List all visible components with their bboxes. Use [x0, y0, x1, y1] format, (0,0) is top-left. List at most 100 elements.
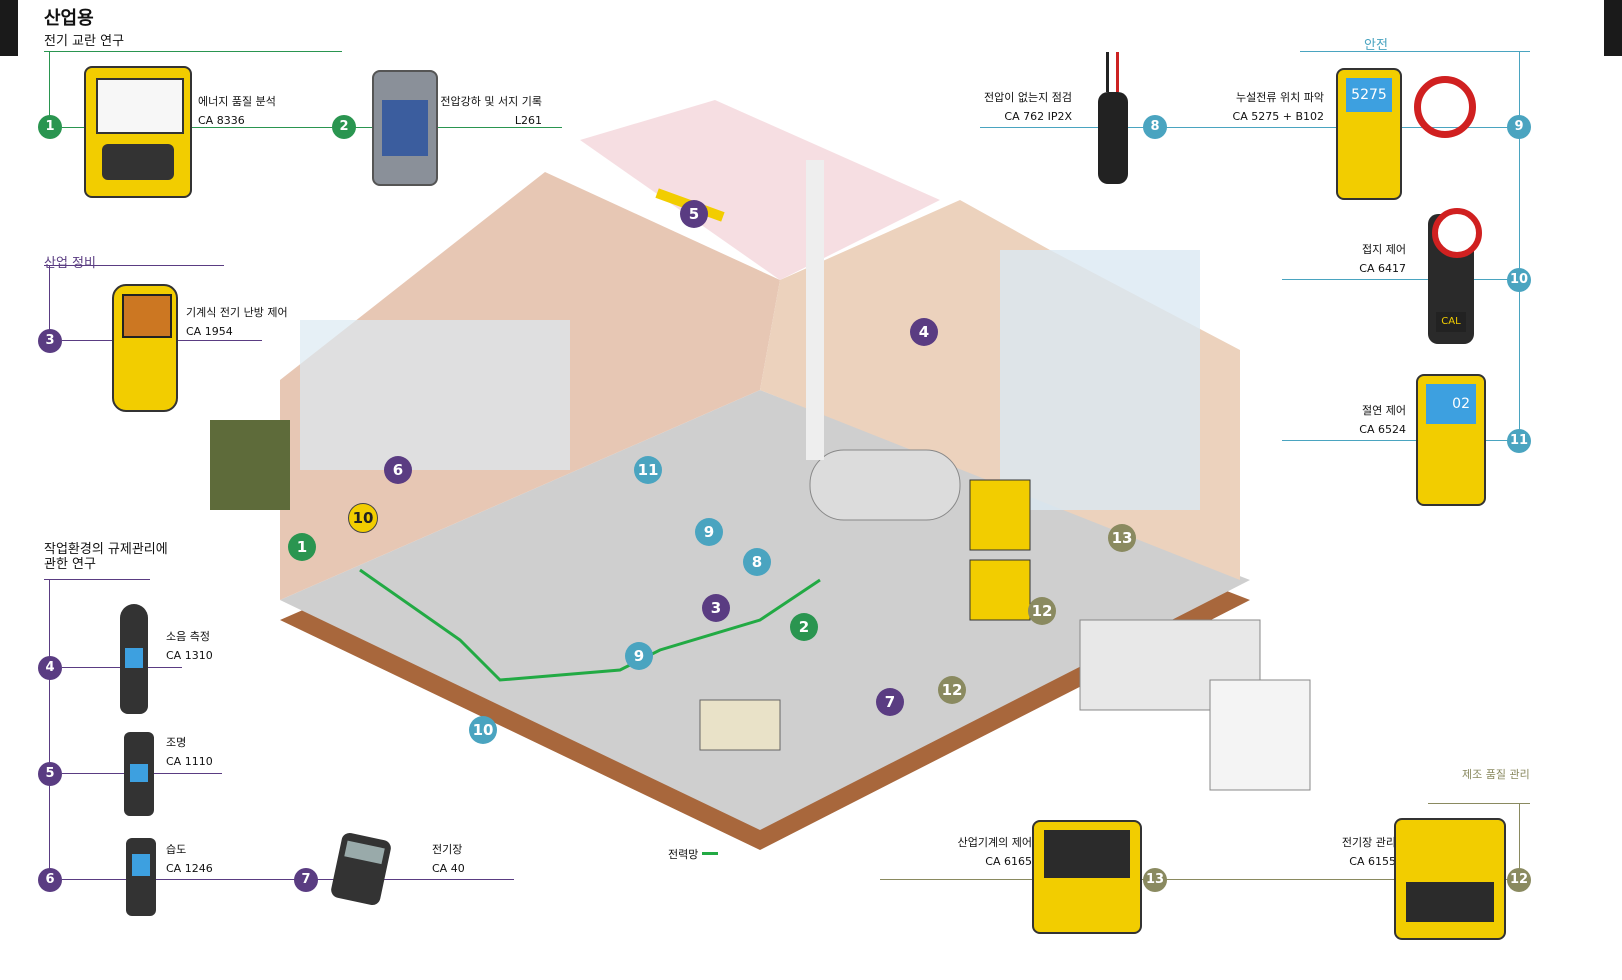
callout-label-5: 조명 CA 1110	[166, 733, 213, 771]
callout-title: 접지 제어	[1362, 243, 1406, 256]
multimeter-ca5275: 5275	[1336, 68, 1402, 200]
window-left	[300, 320, 570, 470]
thermal-screen	[122, 294, 172, 338]
legend-label: 전력망	[668, 848, 699, 861]
clamp-display: CAL	[1436, 312, 1466, 332]
callout-title: 전압강하 및 서지 기록	[440, 95, 542, 108]
callout-title: 전기장	[432, 843, 463, 856]
callout-model: CA 6165	[985, 855, 1032, 868]
callout-badge-13: 13	[1143, 868, 1167, 892]
callout-label-13: 산업기계의 제어 CA 6165	[950, 833, 1032, 871]
callout-title: 기계식 전기 난방 제어	[186, 306, 288, 319]
scene-marker-12: 12	[1028, 597, 1056, 625]
insulation-display: 02	[1426, 384, 1476, 424]
tester-lead	[1106, 52, 1109, 92]
boiler-tank	[809, 449, 961, 521]
section-underline	[44, 579, 150, 580]
callout-label-2: 전압강하 및 서지 기록 L261	[420, 92, 542, 130]
connector-line	[1519, 52, 1520, 440]
callout-model: CA 8336	[198, 114, 245, 127]
scene-marker-5: 5	[680, 200, 708, 228]
office-desk	[699, 699, 781, 751]
sound-meter-ca1310	[120, 604, 148, 714]
scene-marker-13: 13	[1108, 524, 1136, 552]
callout-badge-11: 11	[1507, 429, 1531, 453]
callout-title: 에너지 품질 분석	[198, 95, 276, 108]
humidity-screen	[132, 854, 150, 876]
connector-line	[980, 127, 1508, 128]
callout-label-3: 기계식 전기 난방 제어 CA 1954	[186, 303, 288, 341]
callout-label-8: 전압이 없는지 점검 CA 762 IP2X	[960, 88, 1072, 126]
section-work-environment: 작업환경의 규제관리에 관한 연구	[44, 542, 168, 572]
scene-marker-4: 4	[910, 318, 938, 346]
callout-badge-12: 12	[1507, 868, 1531, 892]
callout-title: 조명	[166, 736, 187, 749]
callout-badge-3: 3	[38, 329, 62, 353]
clamp-b102	[1414, 76, 1476, 138]
scene-marker-9: 9	[695, 518, 723, 546]
section-underline	[1428, 803, 1530, 804]
callout-model: CA 40	[432, 862, 465, 875]
voltage-tester-ca762	[1098, 52, 1128, 184]
sound-screen	[125, 648, 143, 668]
scene-marker-10: 10	[348, 503, 378, 533]
analyzer-keypad	[102, 144, 174, 180]
callout-badge-6: 6	[38, 868, 62, 892]
section-safety: 안전	[1364, 38, 1388, 53]
insulation-tester-ca6524: 02	[1416, 374, 1486, 506]
chimney-pipe	[806, 160, 824, 460]
callout-model: L261	[514, 114, 542, 127]
callout-model: CA 6417	[1359, 262, 1406, 275]
callout-title: 소음 측정	[166, 630, 210, 643]
substation-box	[210, 420, 290, 510]
tester-panel	[1406, 882, 1494, 922]
callout-model: CA 1110	[166, 755, 213, 768]
forklift	[969, 559, 1031, 621]
connector-line	[1282, 279, 1508, 280]
connector-line	[62, 127, 562, 128]
callout-label-6: 습도 CA 1246	[166, 840, 213, 878]
connector-line	[49, 266, 50, 342]
callout-model: CA 1310	[166, 649, 213, 662]
recorder-panel	[382, 100, 428, 156]
section-manufacturing-quality: 제조 품질 관리	[1462, 768, 1530, 781]
installation-tester-ca6165	[1032, 820, 1142, 934]
section-line: 작업환경의 규제관리에	[44, 542, 168, 557]
section-line: 관한 연구	[44, 557, 96, 572]
callout-badge-4: 4	[38, 656, 62, 680]
connector-line	[62, 879, 514, 880]
callout-badge-7: 7	[294, 868, 318, 892]
callout-title: 습도	[166, 843, 187, 856]
callout-model: CA 1246	[166, 862, 213, 875]
callout-badge-1: 1	[38, 115, 62, 139]
section-underline	[44, 265, 224, 266]
callout-badge-9: 9	[1507, 115, 1531, 139]
truck-cab	[1209, 679, 1311, 791]
callout-label-9: 누설전류 위치 파악 CA 5275 + B102	[1200, 88, 1324, 126]
section-industrial-equipment: 산업 정비	[44, 256, 96, 271]
scene-marker-1: 1	[288, 533, 316, 561]
humidity-meter-ca1246	[126, 838, 156, 916]
scene-marker-8: 8	[743, 548, 771, 576]
window-right	[1000, 250, 1200, 510]
callout-title: 산업기계의 제어	[957, 836, 1032, 849]
scene-marker-3: 3	[702, 594, 730, 622]
connector-line	[1519, 804, 1520, 880]
connector-line	[1282, 440, 1508, 441]
scene-marker-7: 7	[876, 688, 904, 716]
callout-badge-2: 2	[332, 115, 356, 139]
callout-label-7: 전기장 CA 40	[432, 840, 465, 878]
section-underline	[1300, 51, 1530, 52]
page-title: 산업용	[44, 8, 94, 29]
callout-badge-8: 8	[1143, 115, 1167, 139]
callout-title: 누설전류 위치 파악	[1236, 91, 1324, 104]
callout-title: 전기장 관리	[1341, 836, 1396, 849]
callout-badge-10: 10	[1507, 268, 1531, 292]
callout-model: CA 5275 + B102	[1232, 110, 1324, 123]
section-underline	[44, 51, 342, 52]
scene-marker-10: 10	[469, 716, 497, 744]
power-analyzer-ca8336	[84, 66, 192, 198]
scene-marker-11: 11	[634, 456, 662, 484]
clamp-jaw	[1432, 208, 1482, 258]
section-power-quality: 전기 교란 연구	[44, 34, 125, 49]
